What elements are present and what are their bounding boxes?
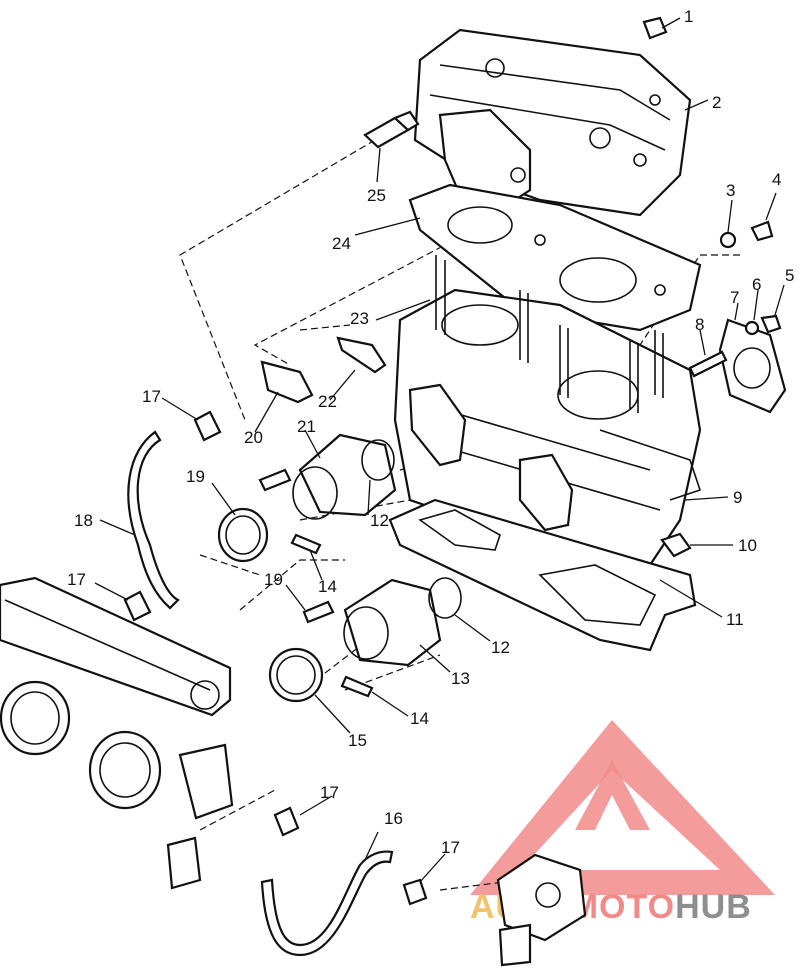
fitting-22 — [336, 336, 387, 374]
callout-12-upper: 12 — [370, 511, 389, 530]
cylinder-block — [393, 255, 702, 567]
callout-22: 22 — [318, 392, 337, 411]
head-gasket — [408, 183, 702, 332]
callout-7: 7 — [730, 288, 739, 307]
callout-3: 3 — [726, 181, 735, 200]
callout-4: 4 — [772, 170, 781, 189]
callout-9: 9 — [733, 488, 742, 507]
throttle-body-assembly — [0, 576, 234, 890]
callout-14-lower: 14 — [410, 709, 429, 728]
washer-6 — [744, 320, 760, 336]
base-gasket — [388, 498, 697, 652]
logo-m-shape — [575, 760, 650, 830]
callout-12-lower: 12 — [491, 638, 510, 657]
o-ring-12-lower — [428, 577, 462, 619]
callout-23: 23 — [350, 309, 369, 328]
hose-clamps-17 — [123, 410, 428, 906]
callout-2: 2 — [712, 93, 721, 112]
callout-5: 5 — [785, 266, 794, 285]
nut-10 — [660, 532, 692, 558]
logo-text-moto: MOTO — [570, 888, 675, 926]
callout-17-bottom-right: 17 — [441, 838, 460, 857]
intake-boot-upper — [292, 433, 397, 520]
callout-17-bottom-mid: 17 — [320, 783, 339, 802]
callout-19-lower: 19 — [264, 570, 283, 589]
callout-15: 15 — [348, 731, 367, 750]
small-bolts — [258, 468, 374, 698]
callout-11: 11 — [726, 610, 744, 629]
leader-lines — [94, 17, 785, 883]
callout-21: 21 — [297, 417, 316, 436]
callout-1: 1 — [684, 7, 693, 26]
nut-1 — [642, 16, 668, 40]
callout-16: 16 — [384, 809, 403, 828]
callout-24: 24 — [332, 234, 351, 253]
callout-8: 8 — [695, 315, 704, 334]
water-outlet-housing — [438, 108, 532, 212]
callout-6: 6 — [752, 275, 761, 294]
callout-17-upper-left: 17 — [142, 387, 161, 406]
stud-8 — [688, 350, 728, 378]
callout-10: 10 — [738, 536, 757, 555]
exhaust-flange-gasket — [718, 318, 787, 414]
logo-text-hub: HUB — [675, 888, 752, 926]
callout-13: 13 — [451, 669, 470, 688]
nut-5 — [760, 314, 782, 334]
clamps — [217, 507, 324, 703]
callout-14-upper: 14 — [318, 577, 337, 596]
callout-17-left: 17 — [67, 570, 86, 589]
callout-20: 20 — [244, 428, 263, 447]
temperature-sender — [363, 110, 420, 149]
fitting-22-and-sleeve-20 — [260, 336, 387, 404]
callout-numbers: 1 2 3 4 5 6 7 8 9 10 11 12 12 13 14 14 1… — [67, 7, 794, 857]
sleeve-20 — [260, 360, 314, 404]
callout-18: 18 — [74, 511, 93, 530]
bolt-4 — [750, 220, 774, 242]
thermostat-housing — [496, 853, 587, 967]
washer-3 — [719, 231, 737, 249]
hose-18 — [127, 430, 180, 610]
o-ring-12-upper — [361, 439, 395, 481]
washer-and-bolt-set — [642, 16, 782, 558]
callout-25: 25 — [367, 186, 386, 205]
callout-19-upper: 19 — [186, 467, 205, 486]
hose-16 — [260, 850, 394, 957]
intake-boot-lower — [343, 577, 462, 667]
